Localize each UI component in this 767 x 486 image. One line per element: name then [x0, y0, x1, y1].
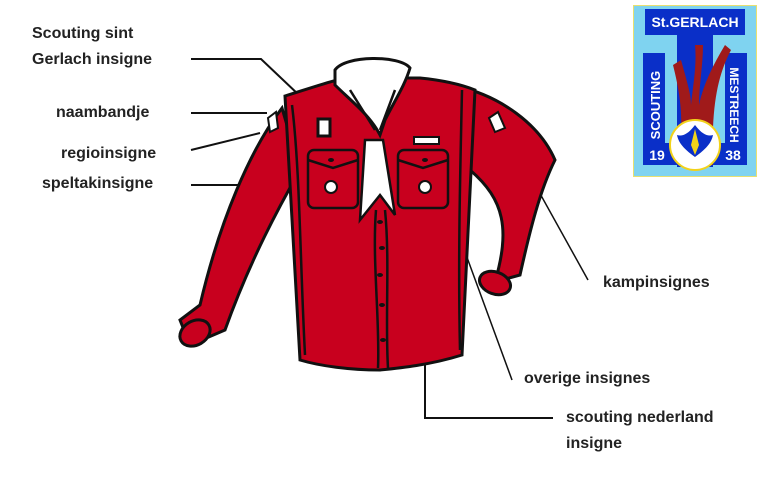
logo-top-text: St.GERLACH [651, 14, 738, 30]
sn-badge [418, 180, 432, 194]
logo-left-text: SCOUTING [648, 71, 663, 140]
speltak-badge [324, 180, 338, 194]
label-line: insigne [566, 435, 623, 452]
st-gerlach-logo: St.GERLACH SCOUTING MESTREECH 19 38 [633, 5, 757, 177]
label-scouting-nederland-insigne: scouting nederland insigne [566, 405, 714, 457]
label-speltakinsigne: speltakinsigne [42, 175, 154, 192]
regio-badge [266, 110, 280, 134]
kamp-badge [487, 110, 507, 134]
label-line: scouting nederland [566, 409, 714, 426]
logo-year-left: 19 [649, 147, 665, 163]
label-regioinsigne: regioinsigne [61, 145, 157, 162]
label-naambandje: naambandje [56, 104, 150, 121]
label-overige-insignes: overige insignes [524, 370, 651, 387]
logo-right-text: MESTREECH [727, 67, 741, 142]
label-line: Gerlach insigne [32, 51, 153, 68]
overige-badge [413, 136, 440, 145]
label-scouting-sint-gerlach-insigne: Scouting sint Gerlach insigne [32, 21, 152, 73]
logo-year-right: 38 [725, 147, 741, 163]
gerlach-badge [316, 117, 332, 138]
label-kampinsignes: kampinsignes [603, 274, 710, 291]
leader-regio [190, 132, 261, 151]
leader-gerlach [191, 58, 301, 97]
label-line: Scouting sint [32, 25, 134, 42]
